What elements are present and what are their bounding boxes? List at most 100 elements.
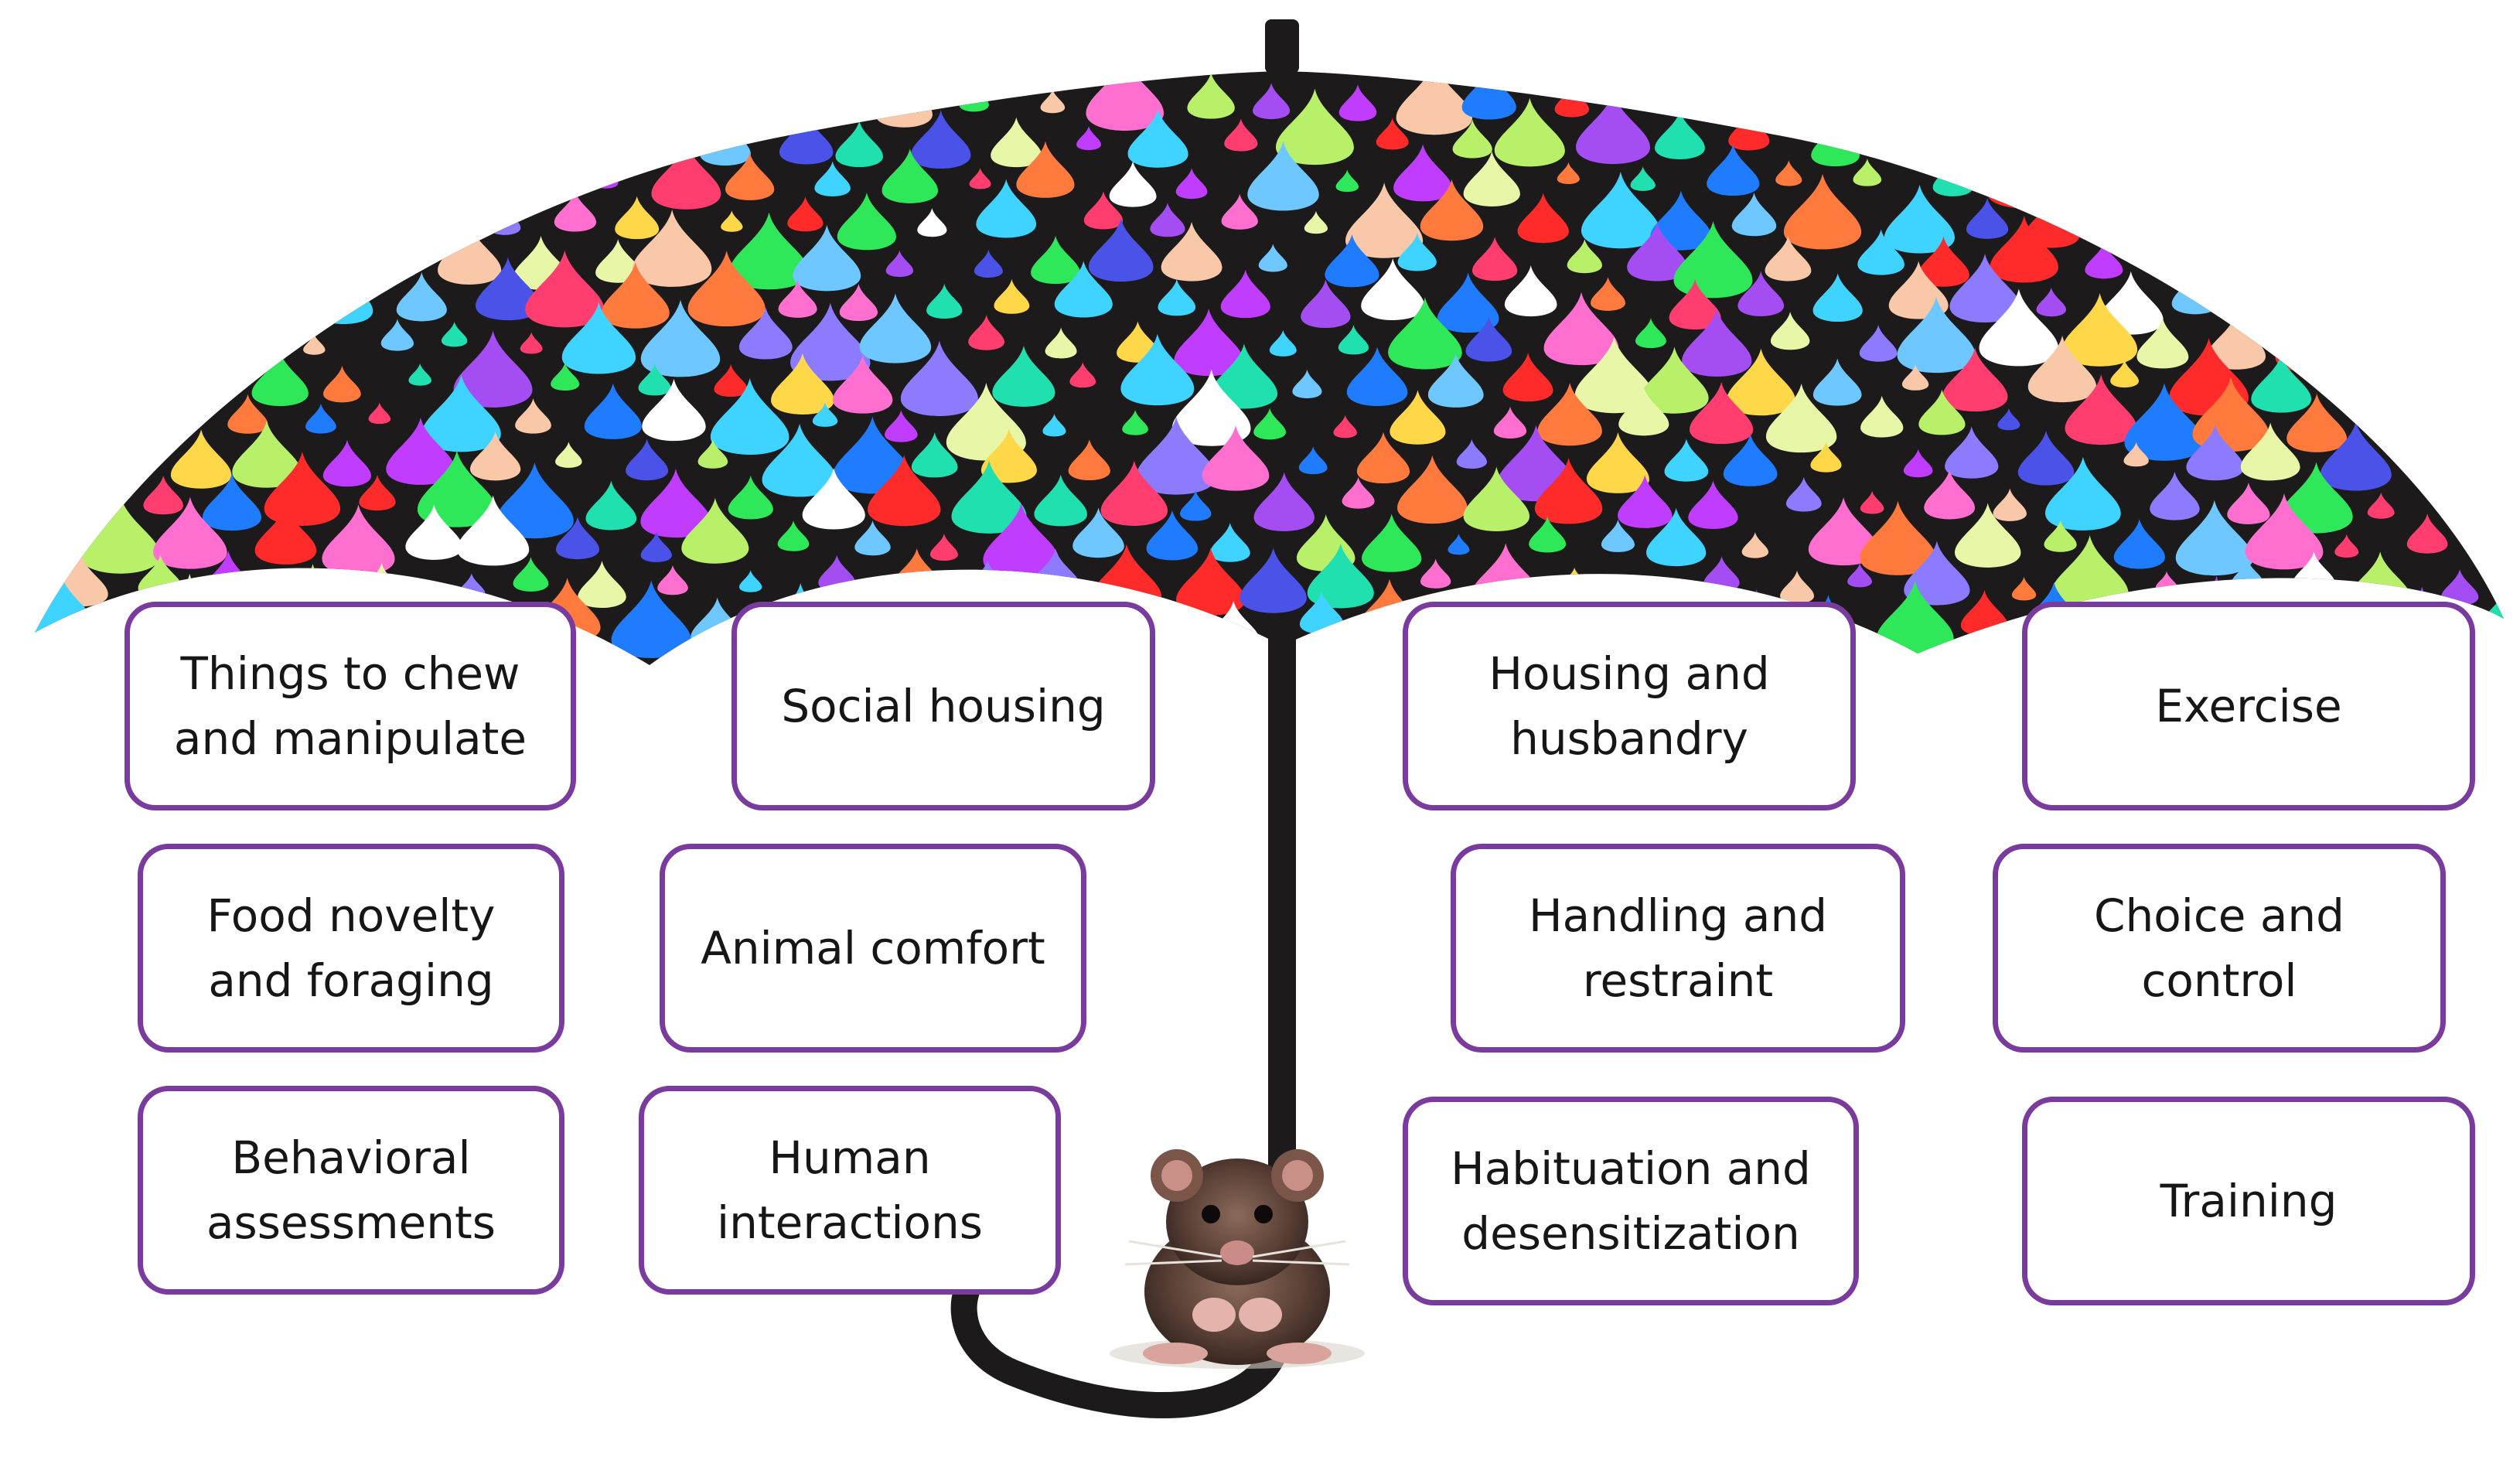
raindrop-shape — [951, 460, 1027, 534]
raindrop-shape — [1397, 233, 1437, 271]
raindrop-shape — [35, 559, 38, 592]
raindrop-shape — [254, 504, 317, 565]
raindrop-shape — [1646, 507, 1707, 567]
raindrop-shape — [1618, 475, 1673, 528]
raindrop-shape — [1635, 318, 1666, 349]
raindrop-shape — [1083, 191, 1124, 230]
raindrop-shape — [1741, 532, 1769, 558]
raindrop-shape — [2017, 430, 2075, 486]
raindrop-shape — [2415, 359, 2448, 392]
raindrop-shape — [1690, 381, 1754, 445]
raindrop-shape — [1707, 144, 1760, 196]
raindrop-shape — [1990, 216, 2059, 283]
raindrop-shape — [1640, 346, 1709, 414]
category-food: Food novelty and foraging — [138, 844, 564, 1053]
raindrop-shape — [595, 239, 641, 283]
raindrop-shape — [202, 473, 262, 531]
raindrop-shape — [1876, 580, 1954, 657]
raindrop-shape — [875, 71, 933, 128]
raindrop-shape — [513, 557, 549, 592]
raindrop-shape — [1420, 558, 1451, 589]
raindrop-shape — [457, 495, 530, 566]
raindrop-shape — [1452, 119, 1492, 159]
raindrop-shape — [2227, 483, 2270, 524]
raindrop-shape — [138, 219, 210, 288]
raindrop-shape — [615, 196, 660, 240]
raindrop-shape — [1209, 522, 1250, 562]
raindrop-shape — [926, 283, 963, 319]
raindrop-shape — [605, 81, 637, 113]
raindrop-shape — [1299, 591, 1344, 634]
raindrop-shape — [198, 71, 259, 125]
raindrop-shape — [854, 520, 891, 556]
raindrop-shape — [1346, 346, 1408, 407]
raindrop-shape — [2406, 514, 2448, 554]
raindrop-shape — [1127, 108, 1188, 168]
raindrop-shape — [2024, 107, 2078, 160]
raindrop-shape — [1253, 83, 1291, 120]
raindrop-shape — [2280, 462, 2353, 534]
raindrop-shape — [1554, 84, 1589, 118]
raindrop-shape — [1100, 460, 1168, 526]
raindrop-shape — [1396, 71, 1473, 135]
raindrop-shape — [974, 249, 1003, 278]
raindrop-shape — [2443, 481, 2488, 524]
raindrop-shape — [2044, 520, 2077, 552]
raindrop-shape — [380, 319, 414, 351]
raindrop-shape — [1187, 72, 1235, 119]
raindrop-shape — [1210, 343, 1278, 409]
raindrop-shape — [1076, 125, 1102, 151]
raindrop-shape — [969, 168, 991, 189]
raindrop-shape — [2186, 424, 2244, 481]
raindrop-shape — [2227, 249, 2251, 272]
raindrop-shape — [2300, 81, 2327, 107]
raindrop-shape — [360, 222, 420, 281]
raindrop-shape — [2124, 383, 2205, 461]
raindrop-shape — [2085, 241, 2123, 279]
raindrop-shape — [2441, 397, 2479, 434]
raindrop-shape — [1979, 288, 2059, 367]
raindrop-shape — [1456, 438, 1488, 469]
raindrop-shape — [2240, 422, 2300, 481]
raindrop-shape — [2098, 99, 2164, 163]
raindrop-shape — [1202, 425, 1270, 491]
raindrop-shape — [35, 176, 81, 240]
raindrop-shape — [1180, 490, 1212, 521]
category-label: Animal comfort — [701, 922, 1045, 974]
raindrop-shape — [327, 204, 367, 244]
raindrop-shape — [1785, 476, 1822, 512]
raindrop-shape — [314, 267, 373, 325]
raindrop-shape — [1356, 432, 1410, 484]
raindrop-shape — [1627, 222, 1688, 282]
raindrop-shape — [2405, 200, 2436, 230]
raindrop-shape — [2426, 71, 2485, 123]
raindrop-shape — [911, 432, 958, 478]
raindrop-shape — [881, 148, 939, 203]
raindrop-shape — [976, 179, 1037, 238]
raindrop-shape — [721, 210, 743, 232]
raindrop-shape — [1945, 426, 1999, 479]
raindrop-shape — [2199, 214, 2225, 239]
raindrop-shape — [234, 262, 312, 337]
raindrop-shape — [992, 345, 1055, 407]
raindrop-shape — [2472, 200, 2504, 241]
category-label: Food novelty and foraging — [206, 889, 496, 1007]
raindrop-shape — [2286, 393, 2348, 452]
raindrop-shape — [1504, 265, 1557, 317]
raindrop-shape — [700, 115, 751, 166]
raindrop-shape — [182, 198, 230, 244]
raindrop-shape — [1903, 449, 1933, 478]
raindrop-shape — [1338, 325, 1369, 355]
raindrop-shape — [2027, 335, 2097, 403]
raindrop-shape — [1770, 312, 1810, 350]
umbrella-tip — [1265, 19, 1299, 73]
raindrop-shape — [833, 416, 912, 494]
raindrop-shape — [368, 402, 391, 425]
raindrop-shape — [2178, 96, 2253, 169]
raindrop-shape — [2323, 269, 2372, 317]
raindrop-shape — [1072, 507, 1124, 558]
raindrop-shape — [601, 261, 670, 329]
raindrop-shape — [1292, 369, 1322, 398]
raindrop-shape — [271, 119, 298, 145]
